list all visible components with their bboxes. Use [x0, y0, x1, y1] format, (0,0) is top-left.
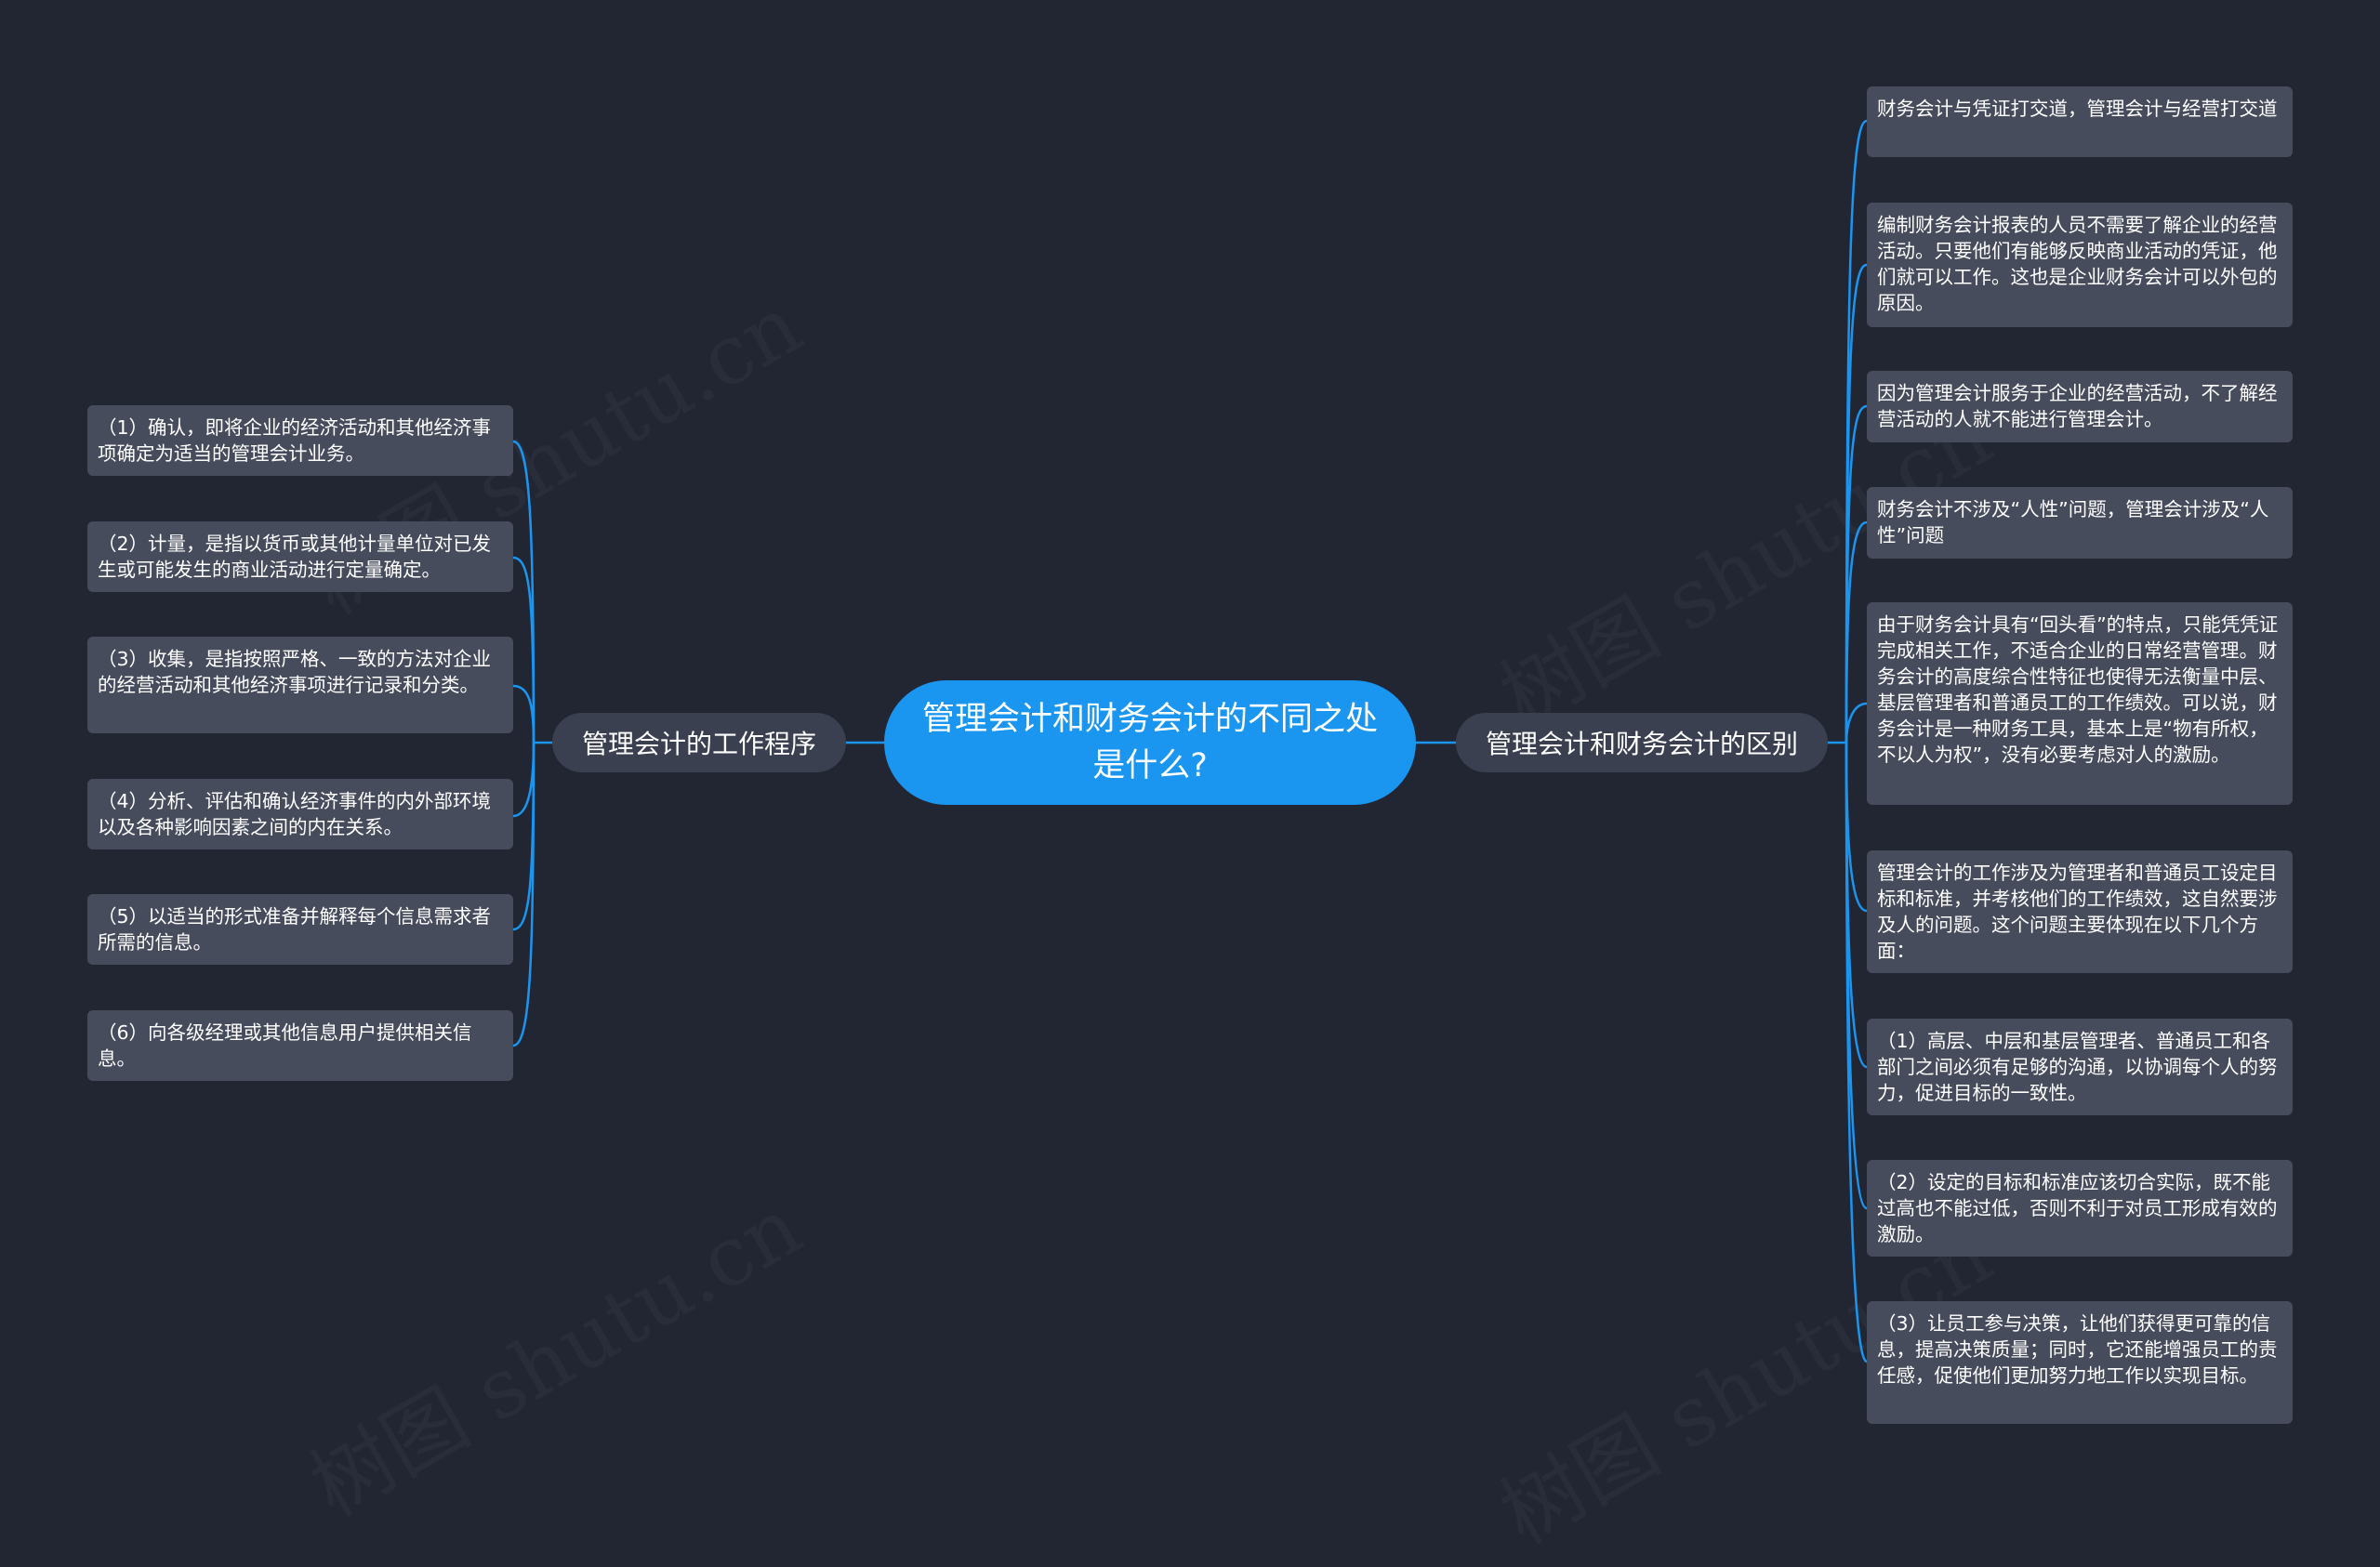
- leaf-node[interactable]: 编制财务会计报表的人员不需要了解企业的经营活动。只要他们有能够反映商业活动的凭证…: [1867, 203, 2293, 327]
- branch-work-procedure[interactable]: 管理会计的工作程序: [552, 713, 846, 772]
- connector-lines: [512, 119, 1868, 1363]
- leaf-node[interactable]: （5）以适当的形式准备并解释每个信息需求者所需的信息。: [87, 894, 513, 965]
- leaf-node[interactable]: （4）分析、评估和确认经济事件的内外部环境以及各种影响因素之间的内在关系。: [87, 779, 513, 849]
- root-topic-label: 管理会计和财务会计的不同之处是什么?: [921, 701, 1378, 784]
- branch-differences[interactable]: 管理会计和财务会计的区别: [1456, 713, 1828, 772]
- leaf-node[interactable]: 财务会计与凭证打交道，管理会计与经营打交道: [1867, 86, 2293, 157]
- leaf-node[interactable]: （1）确认，即将企业的经济活动和其他经济事项确定为适当的管理会计业务。: [87, 405, 513, 476]
- leaf-node[interactable]: （3）收集，是指按照严格、一致的方法对企业的经营活动和其他经济事项进行记录和分类…: [87, 637, 513, 733]
- leaf-node[interactable]: （6）向各级经理或其他信息用户提供相关信息。: [87, 1010, 513, 1081]
- root-topic[interactable]: 管理会计和财务会计的不同之处是什么?: [884, 680, 1416, 805]
- mind-map-canvas: 树图 shutu.cn 树图 shutu.cn 树图 shutu.cn 树图 s…: [87, 86, 2293, 1424]
- leaf-node[interactable]: （3）让员工参与决策，让他们获得更可靠的信息，提高决策质量；同时，它还能增强员工…: [1867, 1301, 2293, 1424]
- branch-label: 管理会计和财务会计的区别: [1485, 729, 1798, 759]
- connector-right-leaf: [1844, 404, 1868, 744]
- leaf-node[interactable]: 由于财务会计具有“回头看”的特点，只能凭凭证完成相关工作，不适合企业的日常经营管…: [1867, 602, 2293, 805]
- leaf-node[interactable]: （2）设定的目标和标准应该切合实际，既不能过高也不能过低，否则不利于对员工形成有…: [1867, 1160, 2293, 1257]
- branch-label: 管理会计的工作程序: [581, 729, 816, 759]
- connector-right-leaf: [1844, 520, 1868, 744]
- leaf-node[interactable]: （2）计量，是指以货币或其他计量单位对已发生或可能发生的商业活动进行定量确定。: [87, 521, 513, 592]
- leaf-node[interactable]: 财务会计不涉及“人性”问题，管理会计涉及“人性”问题: [1867, 487, 2293, 559]
- connector-right-leaf: [1844, 702, 1868, 744]
- leaf-node[interactable]: （1）高层、中层和基层管理者、普通员工和各部门之间必须有足够的沟通，以协调每个人…: [1867, 1019, 2293, 1115]
- leaf-node[interactable]: 因为管理会计服务于企业的经营活动，不了解经营活动的人就不能进行管理会计。: [1867, 371, 2293, 442]
- connector-left-leaf: [512, 684, 536, 744]
- connector-left-leaf: [512, 742, 536, 818]
- connector-left-leaf: [512, 742, 536, 1047]
- connector-left-leaf: [512, 742, 536, 931]
- connector-left-leaf: [512, 440, 536, 744]
- connector-right-leaf: [1844, 742, 1868, 1363]
- connector-right-leaf: [1844, 742, 1868, 913]
- leaf-node[interactable]: 管理会计的工作涉及为管理者和普通员工设定目标和标准，并考核他们的工作绩效，这自然…: [1867, 850, 2293, 973]
- connector-left-leaf: [512, 556, 536, 744]
